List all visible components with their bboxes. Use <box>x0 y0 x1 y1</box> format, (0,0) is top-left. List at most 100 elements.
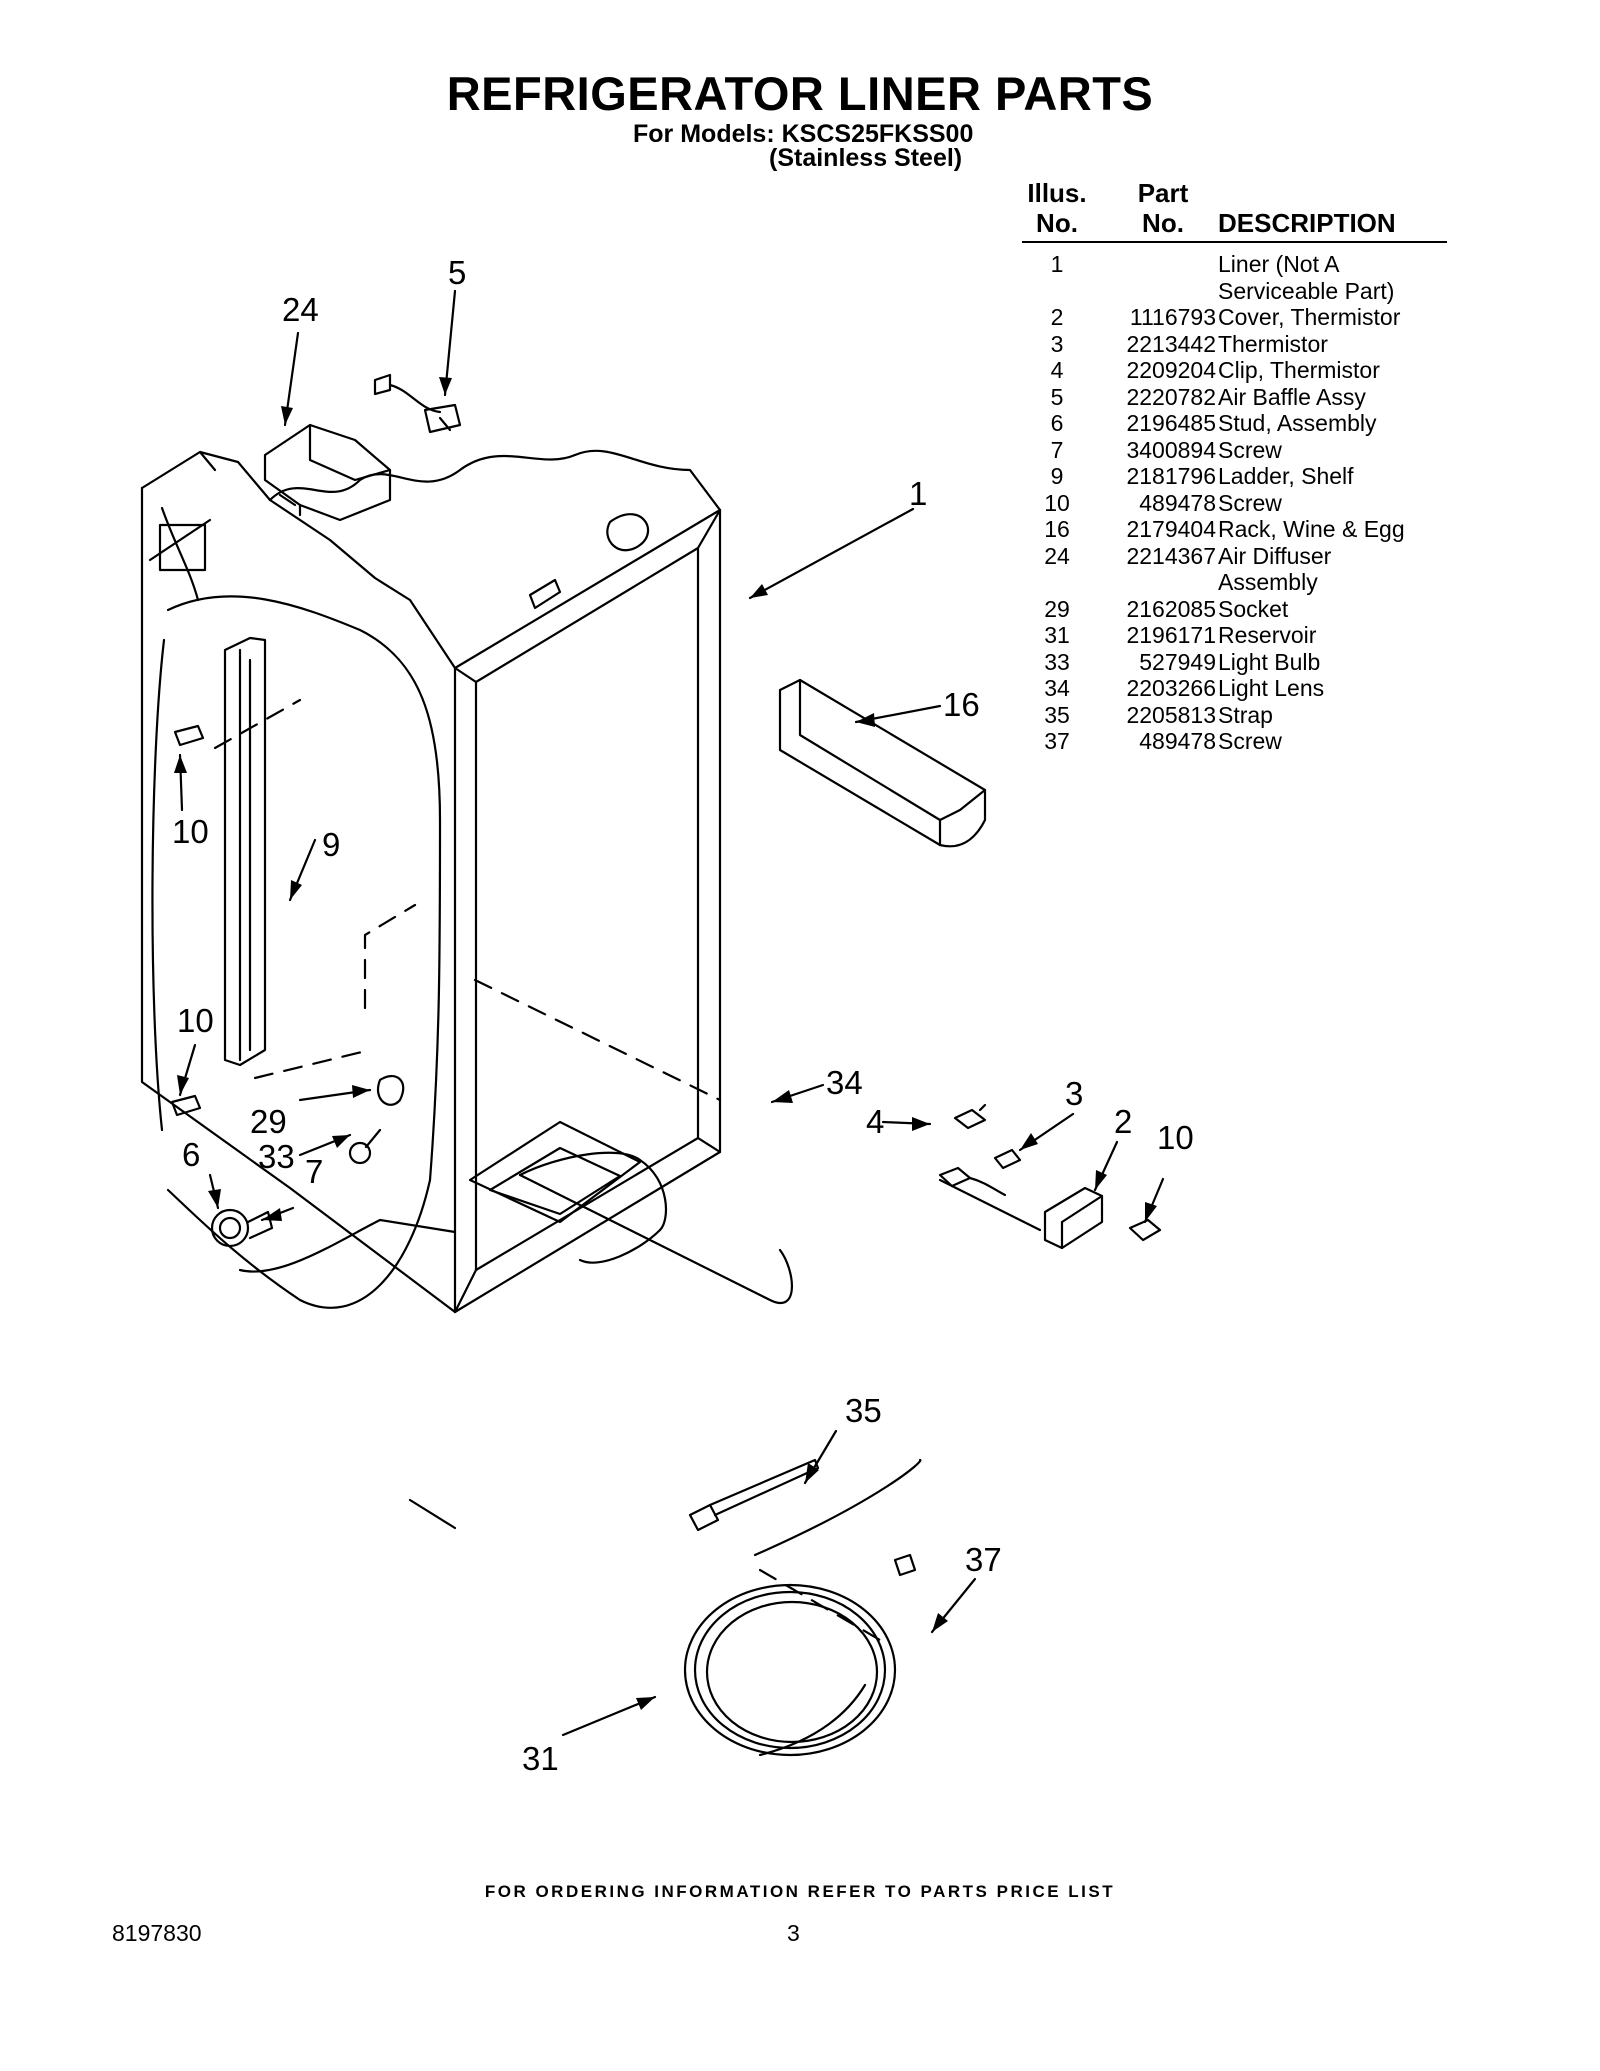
exploded-parts-diagram: 5 24 1 16 10 9 10 34 3 2 4 10 29 6 33 7 … <box>140 254 1194 1777</box>
part-number-cell: 2213442 <box>1126 330 1216 357</box>
illus-cell: 24 <box>1044 542 1070 569</box>
illus-cell: 1 <box>1050 251 1064 277</box>
callout-9: 9 <box>322 826 340 863</box>
illus-cell: 3 <box>1050 330 1064 357</box>
light-lens <box>518 1151 794 1304</box>
part-number-cell: 2209204 <box>1126 357 1216 383</box>
callout-4: 4 <box>866 1103 884 1140</box>
callout-6: 6 <box>182 1136 200 1173</box>
models-label: For Models: KSCS25FKSS00(Stainless Steel… <box>633 120 974 172</box>
wine-egg-rack <box>778 678 987 848</box>
header-illus-no: Illus.No. <box>1027 178 1087 238</box>
table-row: 1 Liner (Not A <box>1022 251 1447 278</box>
callout-33: 33 <box>258 1138 295 1175</box>
arrowheads <box>174 377 1157 1710</box>
part-number-cell: 2181796 <box>1126 463 1216 489</box>
part-number-cell: 2205813 <box>1126 701 1216 728</box>
part-number-cell: 2214367 <box>1126 542 1216 569</box>
description-cell: Light Lens <box>1218 675 1325 701</box>
part-number-cell: 2162085 <box>1126 595 1216 622</box>
description-cell: Screw <box>1218 436 1282 463</box>
models-line-1: For Models: KSCS25FKSS00 <box>633 120 974 148</box>
illus-cell: 29 <box>1044 595 1070 622</box>
liner-body <box>140 449 722 1530</box>
description-cell: Rack, Wine & Egg <box>1218 516 1405 542</box>
description-cell: Cover, Thermistor <box>1218 304 1401 330</box>
description-cell: Screw <box>1218 728 1282 754</box>
shelf-ladder <box>223 636 267 1067</box>
illus-cell: 10 <box>1044 489 1070 516</box>
part-number-cell: 1116793 <box>1129 304 1216 330</box>
description-cell: Air Diffuser <box>1218 542 1332 569</box>
ordering-info-note: FOR ORDERING INFORMATION REFER TO PARTS … <box>484 1882 1116 1901</box>
air-baffle <box>373 373 462 434</box>
callout-1: 1 <box>909 475 927 512</box>
part-number-cell: 2203266 <box>1126 675 1216 701</box>
thermistor-assembly <box>938 1103 1162 1250</box>
description-cell: Liner (Not A <box>1218 251 1340 277</box>
callout-2: 2 <box>1114 1103 1132 1140</box>
strap-reservoir <box>683 1458 922 1757</box>
header-description: DESCRIPTION <box>1218 208 1396 238</box>
models-line-2: (Stainless Steel) <box>769 144 963 172</box>
part-number-cell: 3400894 <box>1126 436 1216 463</box>
illus-cell: 4 <box>1050 357 1064 383</box>
illus-cell: 9 <box>1050 463 1064 489</box>
part-number-cell: 2179404 <box>1126 516 1216 542</box>
description-cell: Light Bulb <box>1218 648 1321 675</box>
air-diffuser <box>263 423 392 522</box>
callout-5: 5 <box>448 254 466 291</box>
illus-cell: 31 <box>1044 622 1070 648</box>
illus-cell: 2 <box>1050 304 1064 330</box>
callout-29: 29 <box>250 1103 287 1140</box>
description-cell: Air Baffle Assy <box>1218 383 1366 410</box>
description-cell: Assembly <box>1218 569 1318 595</box>
callout-3: 3 <box>1065 1075 1083 1112</box>
description-cell: Strap <box>1218 701 1273 728</box>
callout-10-top: 10 <box>172 813 209 850</box>
illus-cell: 5 <box>1050 383 1064 410</box>
illus-cell: 35 <box>1044 701 1070 728</box>
table-row: Assembly <box>1022 569 1447 596</box>
callout-24: 24 <box>282 291 319 328</box>
illus-cell: 6 <box>1050 410 1064 436</box>
part-number-cell: 489478 <box>1139 489 1216 516</box>
illus-cell: 7 <box>1050 436 1064 463</box>
callout-7: 7 <box>305 1153 323 1190</box>
page-number: 3 <box>787 1920 800 1946</box>
description-cell: Serviceable Part) <box>1218 277 1395 304</box>
part-number-cell: 2196485 <box>1126 410 1216 436</box>
description-cell: Socket <box>1218 595 1289 622</box>
callout-35: 35 <box>845 1392 882 1429</box>
part-number-cell: 489478 <box>1139 728 1216 754</box>
part-number-cell: 527949 <box>1139 648 1216 675</box>
part-number-cell: 2220782 <box>1126 383 1216 410</box>
illus-cell: 33 <box>1044 648 1070 675</box>
illus-cell: 16 <box>1044 516 1070 542</box>
callout-34: 34 <box>826 1064 863 1101</box>
description-cell: Screw <box>1218 489 1282 516</box>
description-cell: Clip, Thermistor <box>1218 357 1380 383</box>
description-cell: Thermistor <box>1218 330 1328 357</box>
illus-cell: 34 <box>1044 675 1070 701</box>
description-cell: Reservoir <box>1218 622 1317 648</box>
